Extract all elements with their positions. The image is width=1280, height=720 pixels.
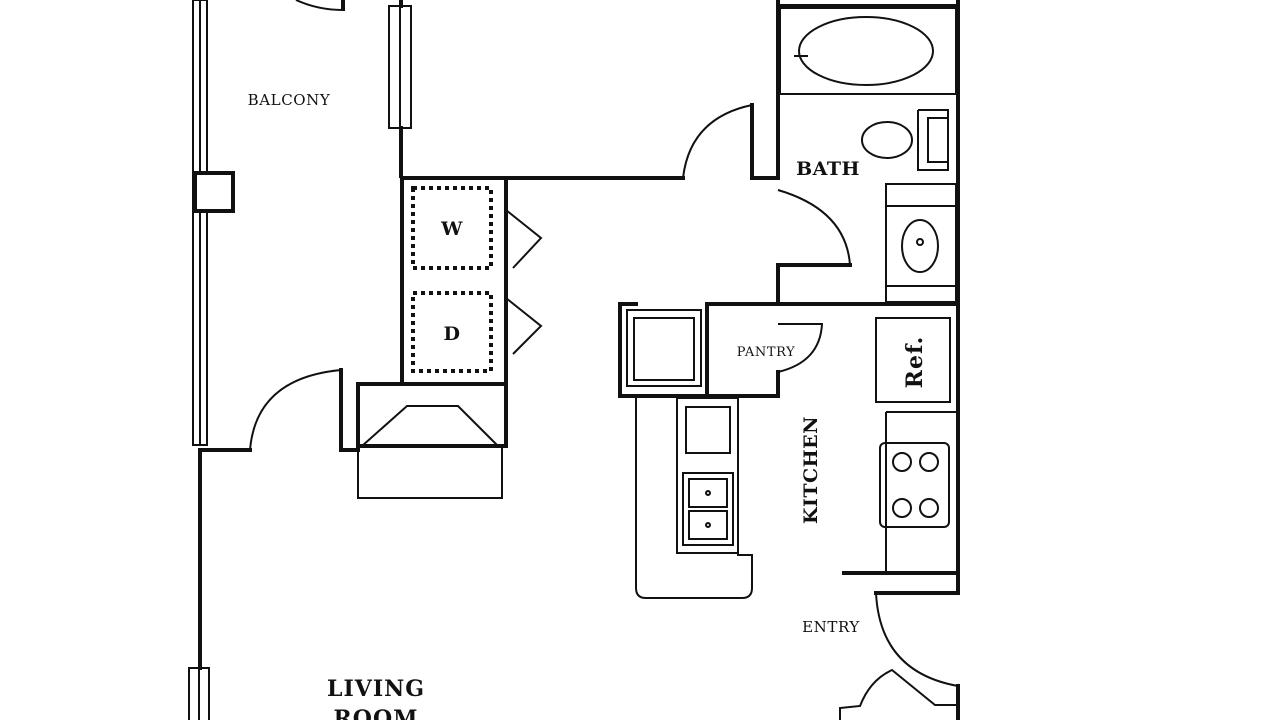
- washer-label: W: [440, 218, 463, 240]
- balcony-label: BALCONY: [248, 91, 331, 109]
- balcony-post: [193, 171, 235, 213]
- pantry-label: PANTRY: [737, 345, 796, 360]
- sliding-glass-door: [388, 5, 412, 129]
- balcony-railing: [192, 0, 208, 446]
- kitchen-island: [635, 397, 753, 599]
- dryer-label: D: [444, 323, 461, 345]
- toilet: [861, 109, 949, 171]
- entry-label: ENTRY: [802, 618, 860, 636]
- laundry-doors: [505, 209, 543, 355]
- kitchen-label: KITCHEN: [800, 416, 822, 524]
- fireplace: [357, 405, 503, 499]
- balcony-door-swing: [295, 0, 344, 11]
- refrigerator-label: Ref.: [902, 336, 928, 389]
- refrigerator: Ref.: [875, 317, 951, 403]
- living-room-label-line2: ROOM: [334, 706, 419, 720]
- dryer-outline: D: [411, 291, 493, 373]
- vanity: [885, 183, 957, 303]
- living-window: [188, 667, 210, 720]
- bath-label: BATH: [796, 158, 860, 180]
- living-room-label-line1: LIVING: [327, 676, 425, 702]
- washer-outline: W: [411, 186, 493, 270]
- bathtub: [779, 7, 957, 95]
- counter: [885, 411, 958, 573]
- door-swings: [249, 104, 959, 720]
- dishwasher: [626, 309, 702, 387]
- stove-icon: [879, 442, 950, 528]
- sink-icon: [682, 472, 734, 546]
